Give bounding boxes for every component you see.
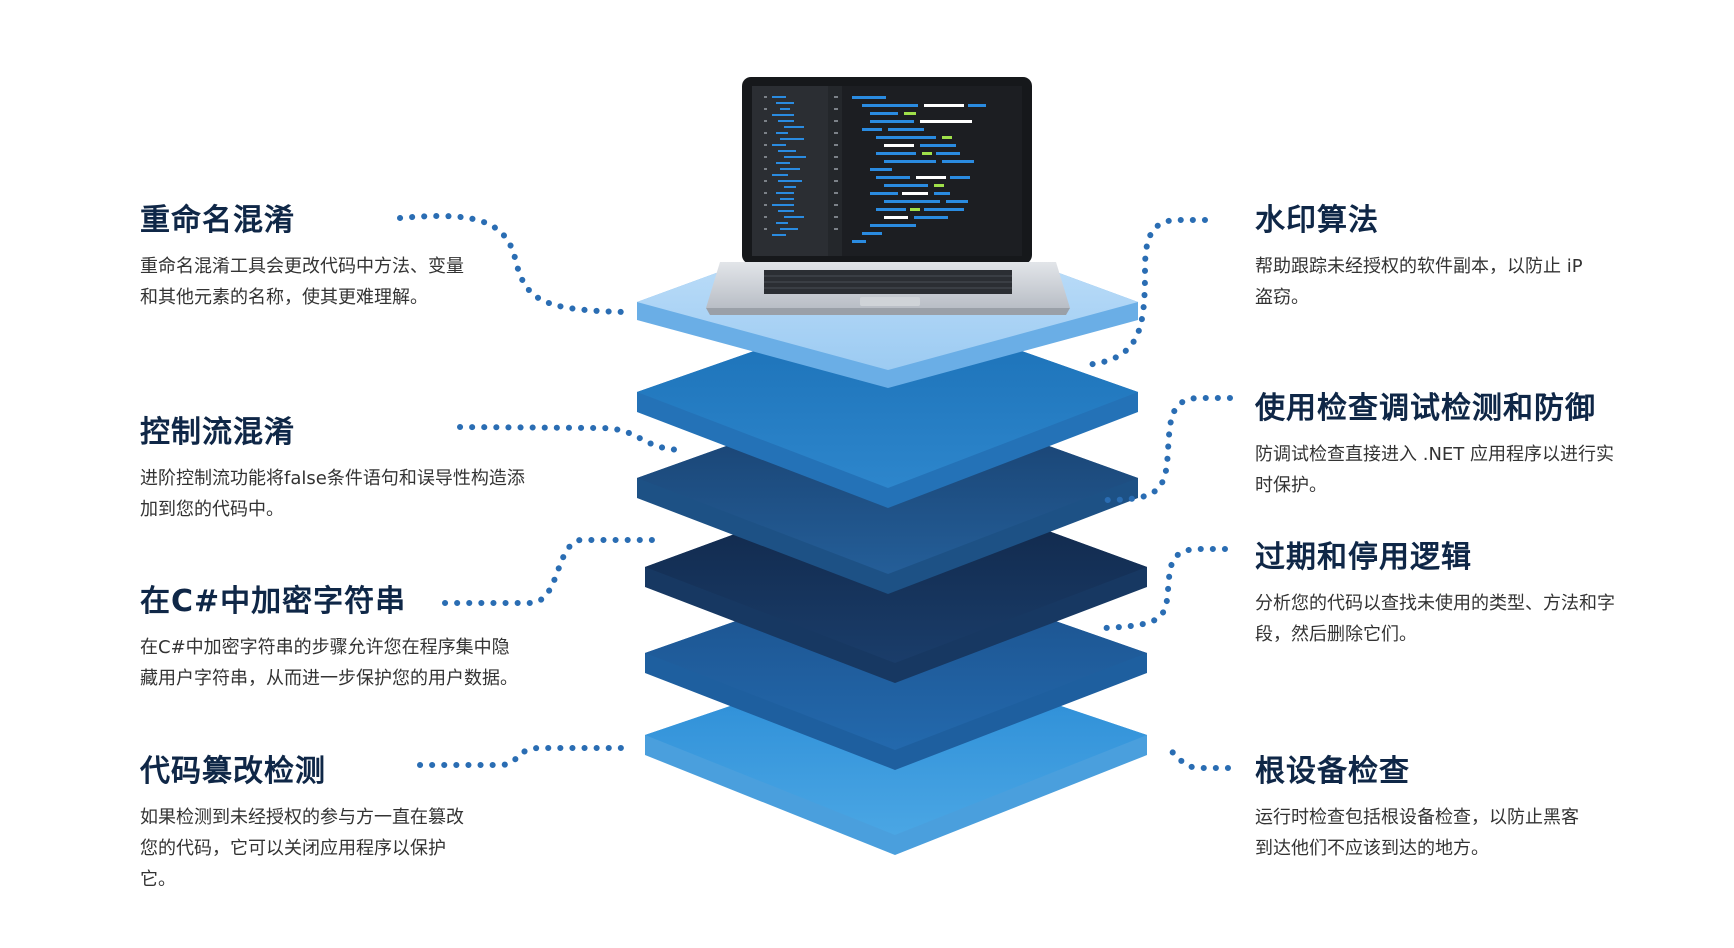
feature-title: 使用检查调试检测和防御 xyxy=(1255,391,1596,426)
feature-title: 水印算法 xyxy=(1255,203,1379,238)
feature-description: 在C#中加密字符串的步骤允许您在程序集中隐藏用户字符串，从而进一步保护您的用户数… xyxy=(140,637,518,689)
feature-title: 代码篡改检测 xyxy=(140,754,326,789)
feature-description: 进阶控制流功能将false条件语句和误导性构造添加到您的代码中。 xyxy=(140,468,525,520)
feature-title: 过期和停用逻辑 xyxy=(1255,540,1472,575)
feature-description: 分析您的代码以查找未使用的类型、方法和字段，然后删除它们。 xyxy=(1255,593,1615,645)
feature-tamper-detection: 代码篡改检测 如果检测到未经授权的参与方一直在篡改您的代码，它可以关闭应用程序以… xyxy=(140,746,475,895)
feature-description: 帮助跟踪未经授权的软件副本，以防止 iP 盗窃。 xyxy=(1255,256,1583,308)
feature-root-check: 根设备检查 运行时检查包括根设备检查，以防止黑客到达他们不应该到达的地方。 xyxy=(1255,746,1590,864)
feature-description: 防调试检查直接进入 .NET 应用程序以进行实时保护。 xyxy=(1255,444,1614,496)
feature-expiration-logic: 过期和停用逻辑 分析您的代码以查找未使用的类型、方法和字段，然后删除它们。 xyxy=(1255,532,1630,650)
feature-title: 根设备检查 xyxy=(1255,754,1410,789)
feature-rename-obfuscation: 重命名混淆 重命名混淆工具会更改代码中方法、变量和其他元素的名称，使其更难理解。 xyxy=(140,195,475,313)
feature-description: 重命名混淆工具会更改代码中方法、变量和其他元素的名称，使其更难理解。 xyxy=(140,256,464,308)
feature-control-flow-obfuscation: 控制流混淆 进阶控制流功能将false条件语句和误导性构造添加到您的代码中。 xyxy=(140,407,525,525)
connector-dots xyxy=(397,213,1233,771)
feature-title: 在C#中加密字符串 xyxy=(140,584,407,619)
feature-title: 重命名混淆 xyxy=(140,203,295,238)
feature-description: 运行时检查包括根设备检查，以防止黑客到达他们不应该到达的地方。 xyxy=(1255,807,1579,859)
feature-debug-detection: 使用检查调试检测和防御 防调试检查直接进入 .NET 应用程序以进行实时保护。 xyxy=(1255,383,1630,501)
feature-title: 控制流混淆 xyxy=(140,415,295,450)
feature-string-encryption: 在C#中加密字符串 在C#中加密字符串的步骤允许您在程序集中隐藏用户字符串，从而… xyxy=(140,576,525,694)
feature-watermark: 水印算法 帮助跟踪未经授权的软件副本，以防止 iP 盗窃。 xyxy=(1255,195,1590,313)
laptop-code-icon xyxy=(706,77,1070,315)
feature-description: 如果检测到未经授权的参与方一直在篡改您的代码，它可以关闭应用程序以保护它。 xyxy=(140,807,464,890)
